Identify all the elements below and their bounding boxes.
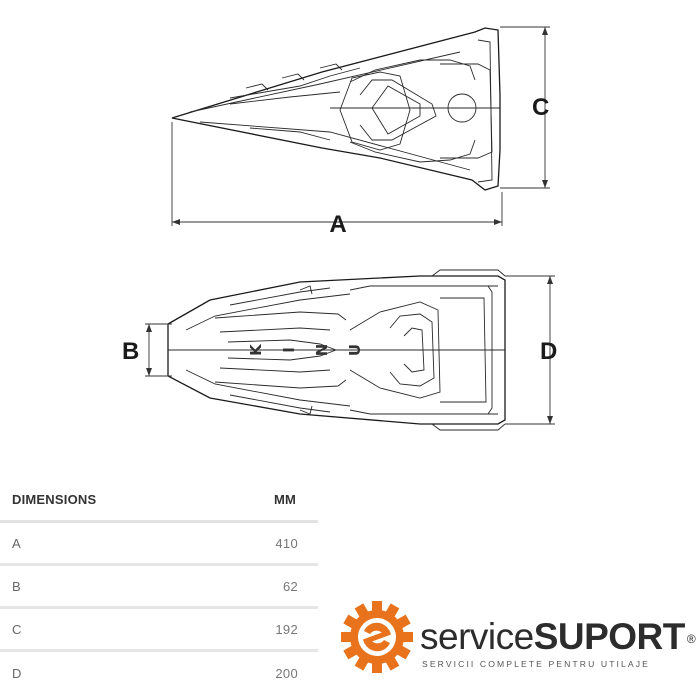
gear-icon bbox=[341, 601, 413, 673]
embossed-letter-k: K bbox=[247, 343, 265, 356]
dimensions-table-header: DIMENSIONS MM bbox=[0, 478, 318, 523]
unit-header-label: MM bbox=[273, 491, 296, 507]
table-row: C 192 bbox=[0, 609, 318, 652]
dimension-d-label: D bbox=[540, 338, 557, 365]
bucket-tooth-drawing: A C K I N U bbox=[122, 26, 557, 431]
row-value: 200 bbox=[275, 666, 298, 681]
table-row: D 200 bbox=[0, 652, 318, 695]
registered-mark: ® bbox=[686, 632, 696, 646]
row-label: D bbox=[12, 666, 22, 681]
top-view: K I N U bbox=[167, 269, 506, 431]
dimension-a-label: A bbox=[329, 211, 346, 238]
row-value: 62 bbox=[282, 578, 298, 594]
dimension-b-label: B bbox=[122, 338, 139, 365]
dimension-c: C bbox=[500, 26, 550, 189]
logo-word-light: service bbox=[420, 616, 534, 657]
dimension-a: A bbox=[171, 122, 503, 238]
row-value: 410 bbox=[275, 535, 298, 551]
logo-tagline: SERVICII COMPLETE PENTRU UTILAJE bbox=[422, 659, 650, 669]
dimension-c-label: C bbox=[532, 94, 549, 121]
row-label: A bbox=[12, 535, 21, 551]
dimensions-header-label: DIMENSIONS bbox=[12, 491, 97, 507]
side-view bbox=[171, 27, 501, 191]
table-row: A 410 bbox=[0, 523, 318, 566]
dimensions-table: DIMENSIONS MM A 410 B 62 C 192 D 200 bbox=[0, 478, 318, 695]
embossed-letter-n: N bbox=[313, 344, 331, 357]
embossed-letter-i: I bbox=[280, 347, 298, 353]
dimension-b: B bbox=[122, 323, 172, 377]
service-suport-logo: serviceSUPORT® SERVICII COMPLETE PENTRU … bbox=[340, 600, 696, 690]
row-value: 192 bbox=[275, 621, 298, 637]
row-label: B bbox=[12, 578, 21, 594]
table-row: B 62 bbox=[0, 566, 318, 609]
dimension-d: D bbox=[505, 275, 557, 425]
row-label: C bbox=[12, 621, 22, 637]
logo-wordmark: serviceSUPORT® bbox=[420, 616, 696, 657]
embossed-letter-u: U bbox=[346, 344, 364, 356]
logo-word-bold: SUPORT bbox=[533, 616, 686, 657]
